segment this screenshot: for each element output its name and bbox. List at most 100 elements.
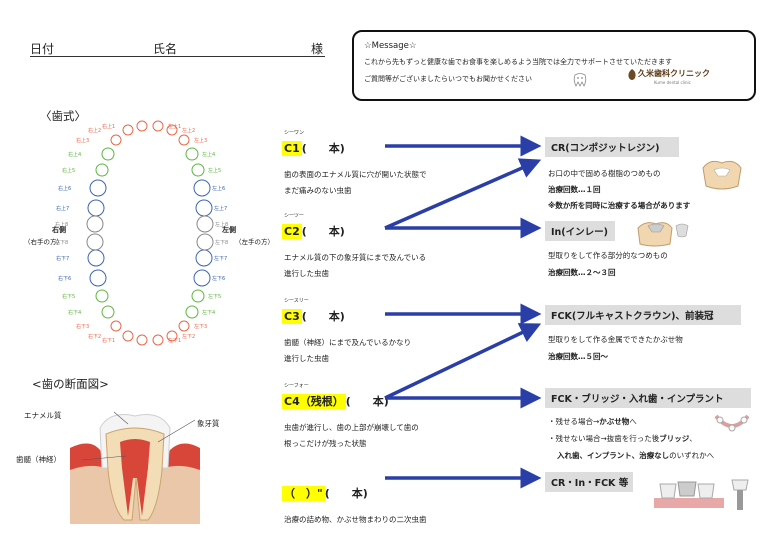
stage-desc-1: 治療の詰め物、かぶせ物まわりの二次虫歯 (284, 515, 427, 524)
signature-line (30, 56, 325, 57)
tooth-upper-left-3 (178, 134, 190, 146)
tooth-label-lower-left-8: 左下8 (215, 240, 229, 246)
tooth-label-upper-left-7: 左上7 (214, 206, 228, 212)
molar-filling-icon (702, 160, 742, 190)
smiling-tooth-icon (573, 73, 587, 87)
tooth-upper-right-4 (101, 147, 115, 161)
tooth-lower-right-5 (95, 289, 109, 303)
tooth-label-upper-right-6: 右上6 (58, 186, 72, 192)
c4-treatment-title: FCK・ブリッジ・入れ歯・インプラント (545, 388, 751, 408)
tooth-cross-section-illustration (70, 411, 200, 524)
enamel-label: エナメル質 (24, 411, 62, 420)
cross-section-title: <歯の断面図> (32, 377, 109, 391)
inlay-count: 治療回数…２～３回 (548, 268, 616, 277)
tooth-upper-left-5 (191, 163, 205, 177)
tooth-label-upper-right-5: 右上5 (62, 168, 76, 174)
c4-line-1: ・残せる場合→かぶせ物へ (548, 417, 637, 426)
tooth-upper-left-4 (185, 147, 199, 161)
name-label: 氏名 (153, 42, 178, 56)
stage-desc-1: エナメル質の下の象牙質にまで及んでいる (284, 253, 427, 262)
tooth-upper-left-6 (193, 179, 211, 197)
fck-count: 治療回数…５回～ (548, 352, 608, 361)
tooth-label-upper-right-2: 右上2 (88, 128, 102, 134)
tooth-lower-right-6 (89, 269, 107, 287)
tooth-lower-right-8 (86, 233, 104, 251)
left-side-note: （左手の方） (235, 238, 274, 246)
tooth-upper-left-2 (166, 124, 178, 136)
stage-code: C1( 本) (282, 141, 345, 156)
pulp-label: 歯髄（神経） (16, 455, 61, 464)
tooth-chart-diagram (86, 120, 214, 346)
tooth-label-upper-right-8: 右上8 (55, 222, 69, 228)
left-side-label: 左側 (222, 226, 236, 234)
tooth-lower-right-1 (136, 334, 148, 346)
tooth-label-upper-left-8: 左上8 (215, 222, 229, 228)
tooth-label-lower-right-3: 右下3 (76, 324, 90, 330)
stage-ruby: シーフォー (284, 383, 309, 389)
cr-count: 治療回数…１回 (548, 185, 601, 194)
right-side-label: 右側 (52, 226, 66, 234)
tooth-label-lower-left-7: 左下7 (214, 256, 228, 262)
stage-desc-2: 進行した虫歯 (284, 269, 329, 278)
stage-code: C4（残根）( 本) (282, 394, 389, 409)
stage-desc-2: まだ痛みのない虫歯 (284, 186, 352, 195)
tooth-lower-left-1 (152, 334, 164, 346)
stage-desc-1: 歯の表面のエナメル質に穴が開いた状態で (284, 170, 427, 179)
tooth-upper-right-2 (122, 124, 134, 136)
stage-code: C3( 本) (282, 309, 345, 324)
message-title: ☆Message☆ (364, 41, 417, 51)
tooth-lower-left-3 (178, 320, 190, 332)
tooth-label-upper-left-3: 左上3 (194, 138, 208, 144)
tooth-label-upper-left-4: 左上4 (202, 152, 216, 158)
message-box: ☆Message☆ これから先もずっと健康な歯でお食事を楽しめるよう当院では全力… (352, 30, 756, 101)
date-label: 日付 (30, 42, 55, 56)
tooth-label-upper-right-7: 右上7 (56, 206, 70, 212)
tooth-chart-title: 〈歯式〉 (40, 109, 86, 123)
tooth-label-upper-right-3: 右上3 (76, 138, 90, 144)
tooth-label-lower-right-1: 右下1 (102, 338, 116, 344)
fck-desc: 型取りをして作る金属でできたかぶせ物 (548, 335, 683, 344)
tooth-label-upper-right-1: 右上1 (102, 124, 116, 130)
tooth-label-lower-left-1: 左下1 (168, 338, 182, 344)
stage-desc-2: 進行した虫歯 (284, 354, 329, 363)
tooth-upper-right-1 (136, 120, 148, 132)
tooth-label-lower-right-4: 右下4 (68, 310, 82, 316)
clinic-subtitle: Kume dental clinic (654, 80, 691, 85)
stage-ruby: シースリー (284, 298, 309, 304)
tooth-lower-left-4 (185, 305, 199, 319)
inlay-desc: 型取りをして作る部分的なつめもの (548, 251, 668, 260)
tooth-label-lower-left-6: 左下6 (212, 276, 226, 282)
tooth-label-lower-left-4: 左下4 (202, 310, 216, 316)
tooth-label-lower-left-3: 左下3 (194, 324, 208, 330)
tooth-label-upper-right-4: 右上4 (68, 152, 82, 158)
denture-icon (714, 414, 750, 432)
tooth-upper-left-1 (152, 120, 164, 132)
cr-note: ※数か所を同時に治療する場合があります (548, 201, 691, 210)
stage-desc-1: 虫歯が進行し、歯の上部が崩壊して歯の (284, 423, 419, 432)
stage-code: C2( 本) (282, 224, 345, 239)
tooth-label-upper-left-1: 左上1 (168, 124, 182, 130)
c4-line-3: 入れ歯、インプラント、治療なしのいずれかへ (557, 451, 715, 460)
stage-code: （ ）"( 本) (282, 486, 368, 501)
stage-ruby: シーワン (284, 130, 305, 136)
secondary-treatment-title: CR・In・FCK 等 (545, 472, 633, 492)
arrow-c2-to-cr (384, 158, 542, 230)
cr-title: CR(コンポジットレジン) (545, 137, 679, 157)
tooth-upper-right-6 (89, 179, 107, 197)
dentin-label: 象牙質 (197, 419, 220, 428)
tooth-lower-left-6 (193, 269, 211, 287)
fck-title: FCK(フルキャストクラウン)、前装冠 (545, 305, 741, 325)
tooth-label-upper-left-6: 左上6 (212, 186, 226, 192)
arrow-c4-to-fck (384, 323, 542, 400)
tooth-label-lower-right-7: 右下7 (56, 256, 70, 262)
tooth-label-lower-right-6: 右下6 (58, 276, 72, 282)
tooth-label-lower-right-8: 右下8 (55, 240, 69, 246)
tooth-label-lower-left-5: 左下5 (208, 294, 222, 300)
stage-desc-1: 歯髄（神経）にまで及んでいるかなり (284, 338, 412, 347)
inlay-title: In(インレー) (545, 221, 615, 241)
tooth-lower-left-5 (191, 289, 205, 303)
message-line-2: ご質問等がございましたらいつでもお聞かせください (364, 75, 532, 83)
tooth-upper-right-8 (86, 215, 104, 233)
tooth-lower-right-4 (101, 305, 115, 319)
